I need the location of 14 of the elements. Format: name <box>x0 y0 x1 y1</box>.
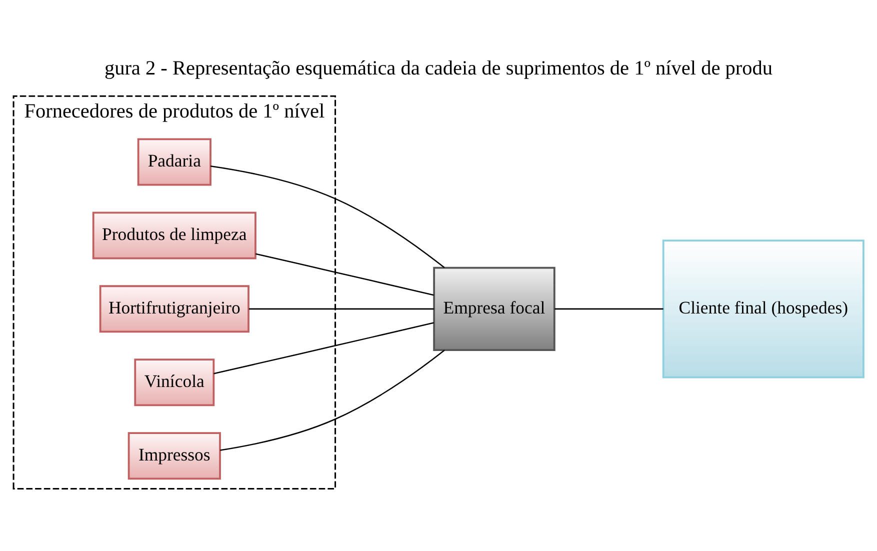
node-box: Impressos <box>128 432 221 480</box>
node-box: Empresa focal <box>433 266 556 351</box>
node-box: Vinícola <box>134 358 215 406</box>
node-box: Padaria <box>137 138 212 186</box>
node-box: Produtos de limpeza <box>92 211 256 259</box>
diagram-title: gura 2 - Representação esquemática da cadeia de suprimentos de 1º nível de produ <box>104 56 773 79</box>
connector <box>210 164 445 268</box>
connector <box>248 308 434 310</box>
connector <box>256 252 434 296</box>
node-box: Hortifrutigranjeiro <box>99 284 250 332</box>
connector <box>214 322 434 374</box>
connector <box>554 308 664 310</box>
node-box: Cliente final (hospedes) <box>662 239 864 378</box>
connector <box>220 349 445 450</box>
